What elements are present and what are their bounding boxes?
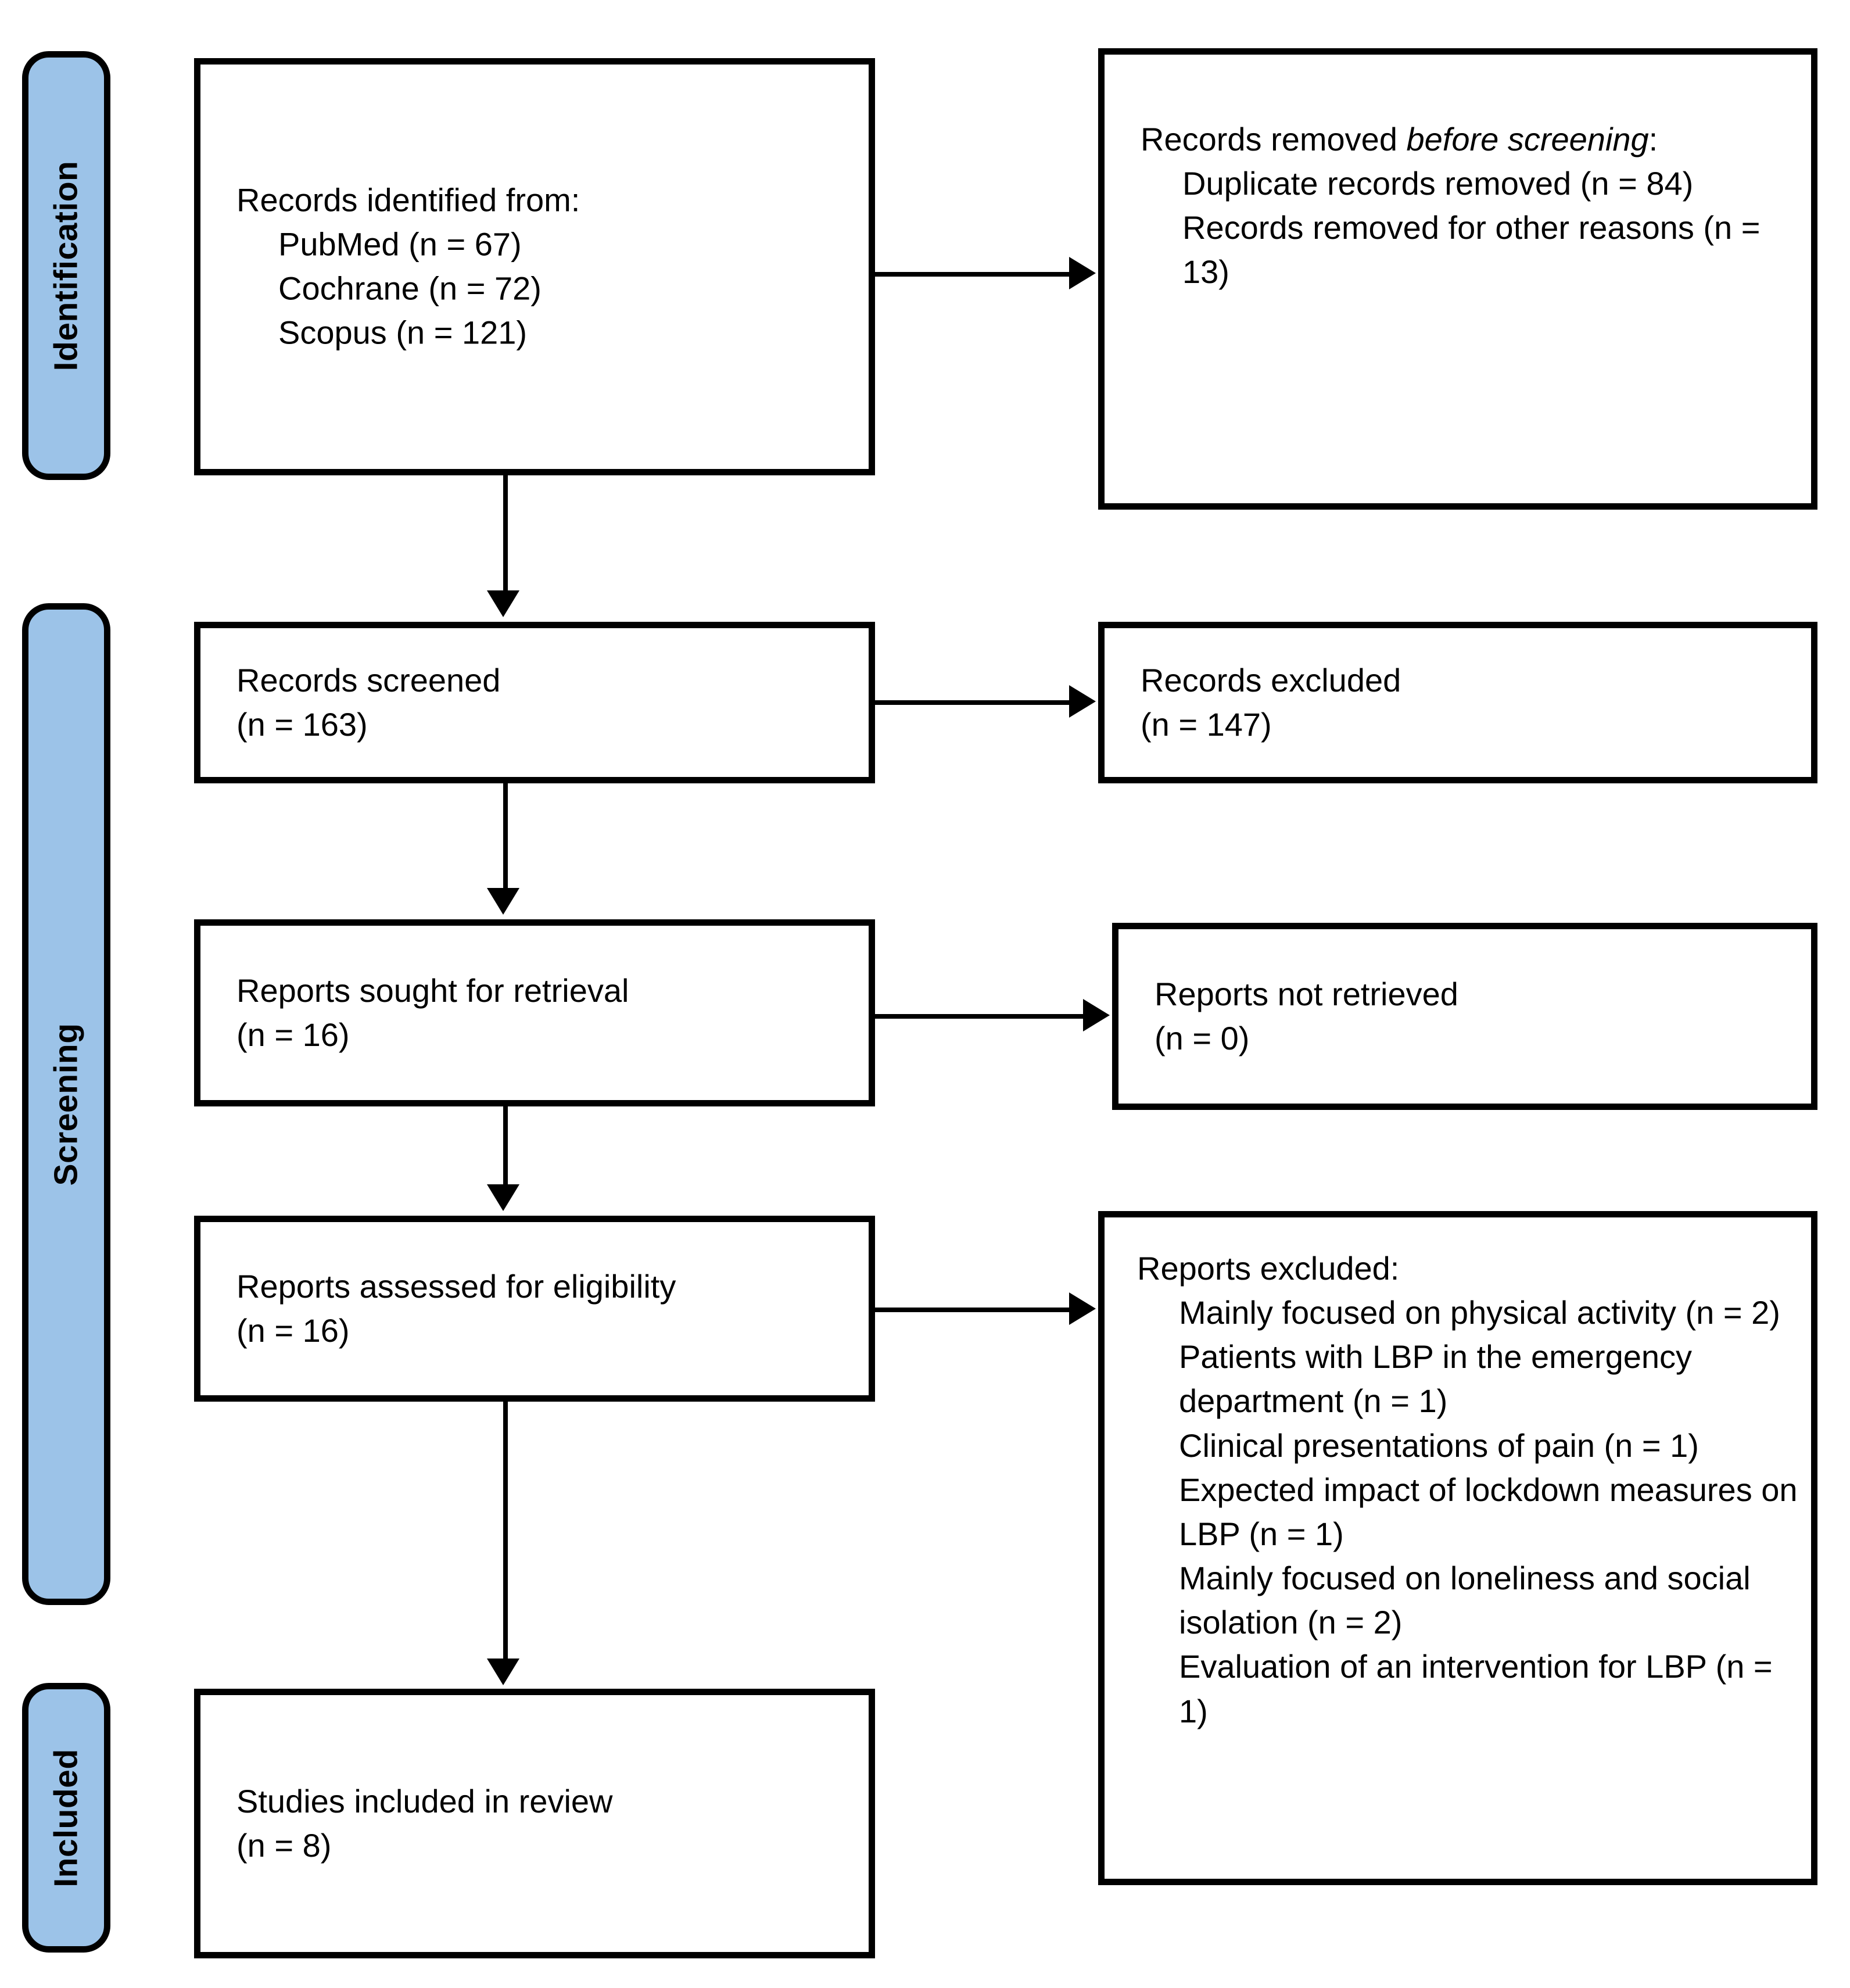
connector-sought-to-not-retrieved [875, 1014, 1085, 1019]
stage-label-included: Included [47, 1748, 85, 1887]
arrowhead-down-icon [487, 888, 519, 915]
connector-sought-to-assessed [503, 1106, 508, 1189]
records-excluded-label: Records excluded [1141, 661, 1401, 699]
box-studies-included-in-review: Studies included in review (n = 8) [194, 1689, 875, 1958]
stage-pill-identification: Identification [22, 51, 110, 480]
reports-not-retrieved-count: (n = 0) [1155, 1020, 1250, 1056]
reports-excluded-title: Reports excluded: [1137, 1250, 1400, 1287]
arrowhead-down-icon [487, 590, 519, 617]
records-screened-label: Records screened [236, 661, 501, 699]
reports-sought-label: Reports sought for retrieval [236, 972, 629, 1009]
reports-assessed-count: (n = 16) [236, 1312, 350, 1349]
reports-excluded-reason-intervention-evaluation: Evaluation of an intervention for LBP (n… [1179, 1648, 1773, 1729]
arrowhead-right-icon [1069, 1292, 1096, 1325]
reports-excluded-reason-physical-activity: Mainly focused on physical activity (n =… [1179, 1294, 1780, 1331]
reports-excluded-reason-clinical-presentations: Clinical presentations of pain (n = 1) [1179, 1427, 1699, 1464]
box-records-removed-before-screening: Records removed before screening: Duplic… [1098, 48, 1817, 510]
box-records-identified: Records identified from: PubMed (n = 67)… [194, 58, 875, 475]
reports-not-retrieved-label: Reports not retrieved [1155, 975, 1458, 1012]
records-screened-count: (n = 163) [236, 706, 368, 743]
connector-assessed-to-included [503, 1402, 508, 1663]
studies-included-count: (n = 8) [236, 1827, 332, 1864]
arrowhead-down-icon [487, 1659, 519, 1685]
connector-assessed-to-reports-excluded [875, 1308, 1071, 1312]
records-removed-title-suffix: : [1648, 121, 1658, 157]
arrowhead-right-icon [1069, 257, 1096, 289]
reports-assessed-label: Reports assessed for eligibility [236, 1267, 676, 1305]
connector-screened-to-excluded [875, 700, 1071, 705]
box-reports-sought-for-retrieval: Reports sought for retrieval (n = 16) [194, 919, 875, 1106]
records-identified-source-cochrane: Cochrane (n = 72) [278, 270, 542, 307]
arrowhead-right-icon [1083, 999, 1110, 1031]
connector-identified-to-removed [875, 272, 1071, 277]
records-removed-title-emphasis: before screening [1406, 121, 1649, 157]
reports-excluded-reason-emergency-department: Patients with LBP in the emergency depar… [1179, 1338, 1693, 1420]
records-removed-title-prefix: Records removed [1141, 121, 1407, 157]
stage-pill-included: Included [22, 1683, 110, 1953]
box-records-screened: Records screened (n = 163) [194, 622, 875, 783]
records-identified-source-pubmed: PubMed (n = 67) [278, 225, 522, 263]
records-removed-item-duplicates: Duplicate records removed (n = 84) [1182, 165, 1694, 202]
box-reports-assessed-for-eligibility: Reports assessed for eligibility (n = 16… [194, 1216, 875, 1402]
records-identified-source-scopus: Scopus (n = 121) [278, 314, 528, 352]
box-reports-not-retrieved: Reports not retrieved (n = 0) [1112, 923, 1817, 1110]
box-reports-excluded: Reports excluded: Mainly focused on phys… [1098, 1211, 1817, 1885]
stage-label-screening: Screening [47, 1022, 85, 1186]
arrowhead-down-icon [487, 1184, 519, 1211]
records-removed-title: Records removed before screening: [1141, 117, 1791, 162]
connector-identified-to-screened [503, 475, 508, 595]
records-identified-title: Records identified from: [236, 181, 580, 218]
records-removed-item-other: Records removed for other reasons (n = 1… [1182, 209, 1761, 291]
arrowhead-right-icon [1069, 685, 1096, 718]
studies-included-label: Studies included in review [236, 1782, 613, 1819]
stage-label-identification: Identification [47, 160, 85, 371]
reports-excluded-reason-loneliness: Mainly focused on loneliness and social … [1179, 1560, 1751, 1641]
connector-screened-to-sought [503, 783, 508, 893]
reports-sought-count: (n = 16) [236, 1016, 350, 1053]
stage-pill-screening: Screening [22, 603, 110, 1605]
records-excluded-count: (n = 147) [1141, 706, 1272, 743]
box-records-excluded: Records excluded (n = 147) [1098, 622, 1817, 783]
reports-excluded-reason-lockdown-measures: Expected impact of lockdown measures on … [1179, 1471, 1798, 1552]
